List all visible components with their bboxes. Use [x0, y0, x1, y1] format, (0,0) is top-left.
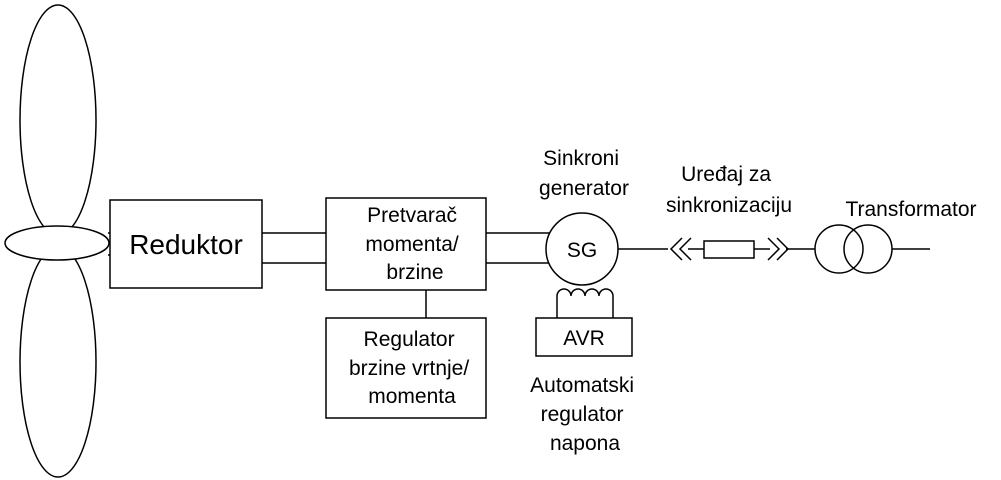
avr-label: AVR	[563, 327, 605, 350]
generator-label-line: generator	[539, 177, 629, 200]
avr-block: AVR Automatski regulator napona	[530, 288, 640, 455]
svg-text:Regulator brzine vrtnje/: Regulator brzine vrtnje/ momenta	[349, 328, 475, 408]
svg-text:Pretvarač momenta/: Pretvarač momenta/ brzine	[365, 204, 464, 284]
regulator-label-line: Regulator	[364, 328, 455, 351]
transformer: Transformator	[814, 198, 977, 274]
rotor-blade-bottom	[19, 246, 97, 478]
gearbox-label: Reduktor	[129, 229, 243, 260]
transformer-winding-icon	[814, 224, 864, 274]
avr-description-line: Automatski	[530, 374, 634, 397]
regulator-label-line: momenta	[368, 385, 456, 408]
gearbox-block: Reduktor	[109, 199, 263, 289]
synchronous-generator: Sinkroni generator SG	[539, 147, 629, 286]
converter-label-line: momenta/	[365, 233, 459, 256]
avr-description-line: regulator	[541, 403, 624, 426]
connector-chevron-icon	[767, 237, 781, 261]
rotor	[4, 4, 110, 478]
svg-text:Uređaj za sinkronizaciju: Uređaj za sinkronizaciju	[666, 163, 792, 217]
sync-device-label-line: sinkronizaciju	[666, 194, 792, 217]
converter-block: Pretvarač momenta/ brzine	[325, 197, 487, 291]
speed-regulator-block: Regulator brzine vrtnje/ momenta	[325, 317, 487, 419]
converter-label-line: Pretvarač	[367, 204, 457, 227]
connector-chevron-icon	[678, 237, 692, 261]
shafts	[108, 232, 550, 318]
connector-chevron-icon	[669, 237, 683, 261]
sync-switch-rect	[703, 240, 755, 259]
svg-text:Sinkroni generator: Sinkroni generator	[539, 147, 629, 200]
generator-symbol: SG	[567, 239, 597, 262]
rotor-blade-top	[19, 4, 97, 236]
avr-description-line: napona	[550, 432, 620, 455]
regulator-label-line: brzine vrtnje/	[349, 357, 469, 380]
excitation-coil-icon	[556, 288, 614, 318]
sync-device: Uređaj za sinkronizaciju	[618, 163, 815, 261]
transformer-winding-icon	[843, 224, 893, 274]
generator-label-line: Sinkroni	[543, 147, 619, 170]
rotor-hub	[4, 225, 110, 261]
sync-device-label-line: Uređaj za	[681, 163, 771, 186]
svg-text:Automatski regulator: Automatski regulator napona	[530, 374, 640, 455]
transformer-label: Transformator	[845, 198, 976, 221]
converter-label-line: brzine	[386, 261, 443, 284]
